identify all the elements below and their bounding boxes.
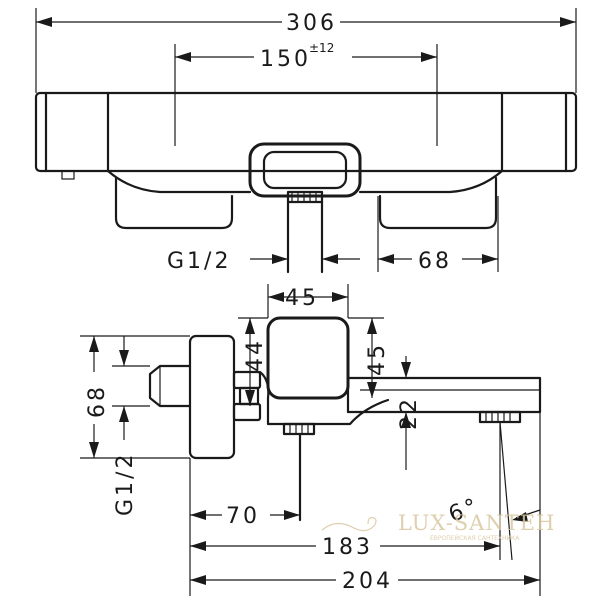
dim-center-tolerance: ±12: [309, 41, 334, 55]
right-handle-top: [378, 176, 498, 230]
dim-inlet-height: 68: [85, 384, 110, 418]
dim-knob-depth: 44: [243, 338, 268, 372]
dim-wall-to-outlet: 183: [322, 535, 373, 560]
dim-center-distance: 150: [260, 47, 311, 72]
mixer-body-top: [34, 91, 578, 173]
watermark-swan-logo: [321, 517, 377, 532]
watermark-tagline: ЕВРОПЕЙСКАЯ САНТЕХНИКА: [430, 535, 520, 542]
dim-wall-to-knob: 70: [226, 504, 260, 529]
watermark-brand: LUX-SANTEH: [398, 511, 555, 535]
dim-knob-width: 45: [285, 286, 319, 311]
watermark: LUX-SANTEH ЕВРОПЕЙСКАЯ САНТЕХНИКА: [321, 511, 555, 542]
inlet-connector: [148, 364, 192, 408]
dim-overall-width: 306: [286, 11, 337, 36]
dim-spout-height: 22: [397, 396, 422, 430]
center-knob-side: [266, 316, 350, 400]
dim-handle-spacing: 68: [418, 249, 452, 274]
center-knob-top: [248, 142, 362, 198]
top-view: 306 150 ±12 G1/2 68: [34, 8, 578, 274]
dim-knob-height: 45: [365, 342, 390, 376]
mixer-body-side: [188, 334, 236, 460]
side-view: 45 44 45 22 68 G1/2: [80, 284, 542, 596]
dim-inlet-thread-top: G1/2: [167, 249, 231, 274]
left-handle-top: [114, 176, 234, 230]
dim-wall-to-spout-end: 204: [342, 569, 393, 594]
spout: [346, 376, 542, 414]
dim-inlet-thread-side: G1/2: [113, 452, 138, 516]
